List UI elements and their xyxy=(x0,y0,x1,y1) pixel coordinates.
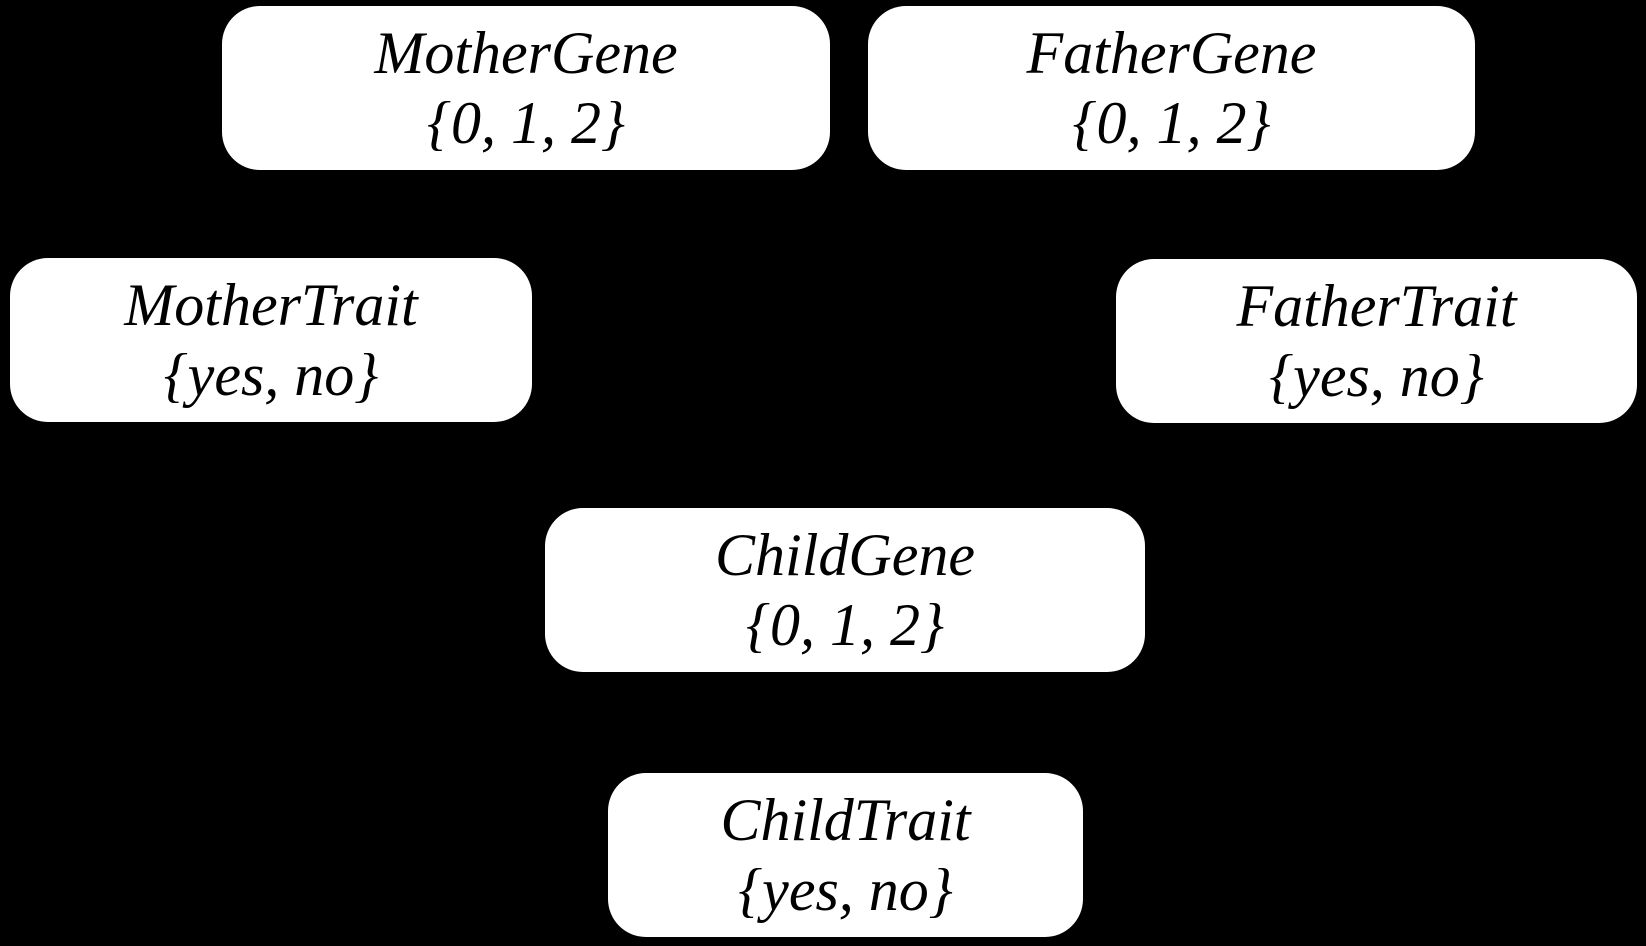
node-title: ChildGene xyxy=(715,522,975,588)
node-values: {yes, no} xyxy=(738,857,953,923)
node-title: MotherTrait xyxy=(124,272,418,338)
node-father-trait: FatherTrait {yes, no} xyxy=(1116,259,1637,423)
node-values: {0, 1, 2} xyxy=(427,90,625,156)
node-mother-gene: MotherGene {0, 1, 2} xyxy=(222,6,830,170)
node-title: FatherTrait xyxy=(1236,273,1517,339)
node-child-gene: ChildGene {0, 1, 2} xyxy=(545,508,1145,672)
node-mother-trait: MotherTrait {yes, no} xyxy=(10,258,532,422)
node-child-trait: ChildTrait {yes, no} xyxy=(608,773,1083,937)
node-values: {0, 1, 2} xyxy=(746,592,944,658)
node-title: ChildTrait xyxy=(720,787,971,853)
node-title: FatherGene xyxy=(1026,20,1317,86)
node-father-gene: FatherGene {0, 1, 2} xyxy=(868,6,1475,170)
node-values: {0, 1, 2} xyxy=(1072,90,1271,156)
node-values: {yes, no} xyxy=(163,342,379,408)
node-values: {yes, no} xyxy=(1269,343,1484,409)
node-title: MotherGene xyxy=(374,20,678,86)
